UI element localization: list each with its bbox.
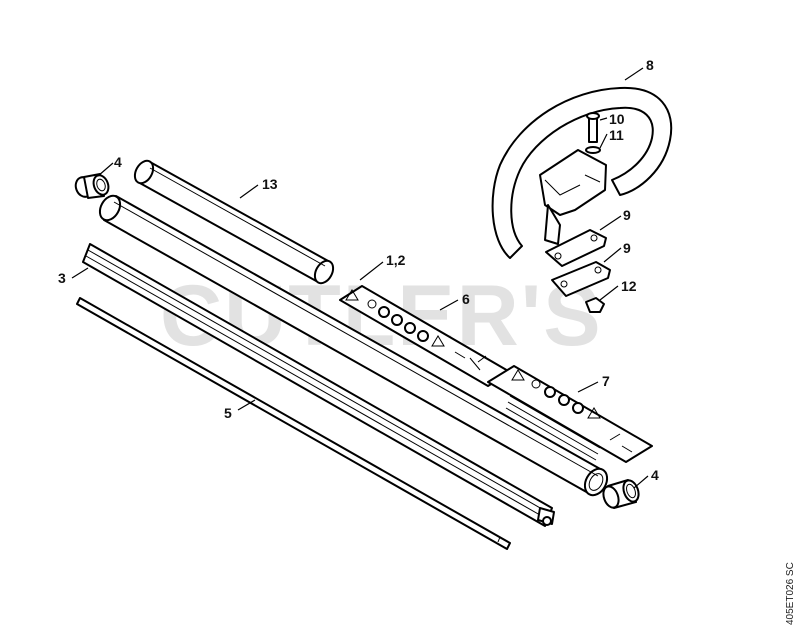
part-7-warning-label — [487, 365, 653, 463]
part-4-bushing-lower — [602, 479, 640, 509]
part-3-profile — [82, 243, 555, 527]
callout-9-upper: 9 — [623, 207, 631, 223]
callout-labels: 8 10 11 9 9 12 4 13 1,2 3 6 7 5 4 — [58, 57, 659, 483]
part-10-screw — [586, 112, 600, 143]
part-11-washer — [585, 146, 601, 154]
part-8-loop-handle — [491, 86, 673, 259]
callout-3: 3 — [58, 270, 66, 286]
part-13-tube — [133, 159, 335, 285]
callout-9-lower: 9 — [623, 240, 631, 256]
callout-11: 11 — [609, 127, 624, 143]
callout-5: 5 — [224, 405, 232, 421]
callout-13: 13 — [262, 176, 278, 192]
part-1-2-shaft — [98, 194, 609, 497]
callout-6: 6 — [462, 291, 470, 307]
callout-12: 12 — [621, 278, 637, 294]
part-12-nut — [585, 297, 605, 313]
callout-8: 8 — [646, 57, 654, 73]
callout-1-2: 1,2 — [386, 252, 406, 268]
drawing-reference: 405ET026 SC — [785, 562, 796, 625]
part-9-clamp-plate-lower — [551, 261, 611, 297]
callout-10: 10 — [609, 111, 625, 127]
callout-4-upper: 4 — [114, 154, 122, 170]
part-9-clamp-plate-upper — [545, 229, 607, 267]
part-5-drive-rod — [76, 297, 511, 550]
callout-7: 7 — [602, 373, 610, 389]
part-4-bushing-upper — [74, 173, 110, 199]
callout-4-lower: 4 — [651, 467, 659, 483]
leader-lines — [71, 67, 649, 489]
